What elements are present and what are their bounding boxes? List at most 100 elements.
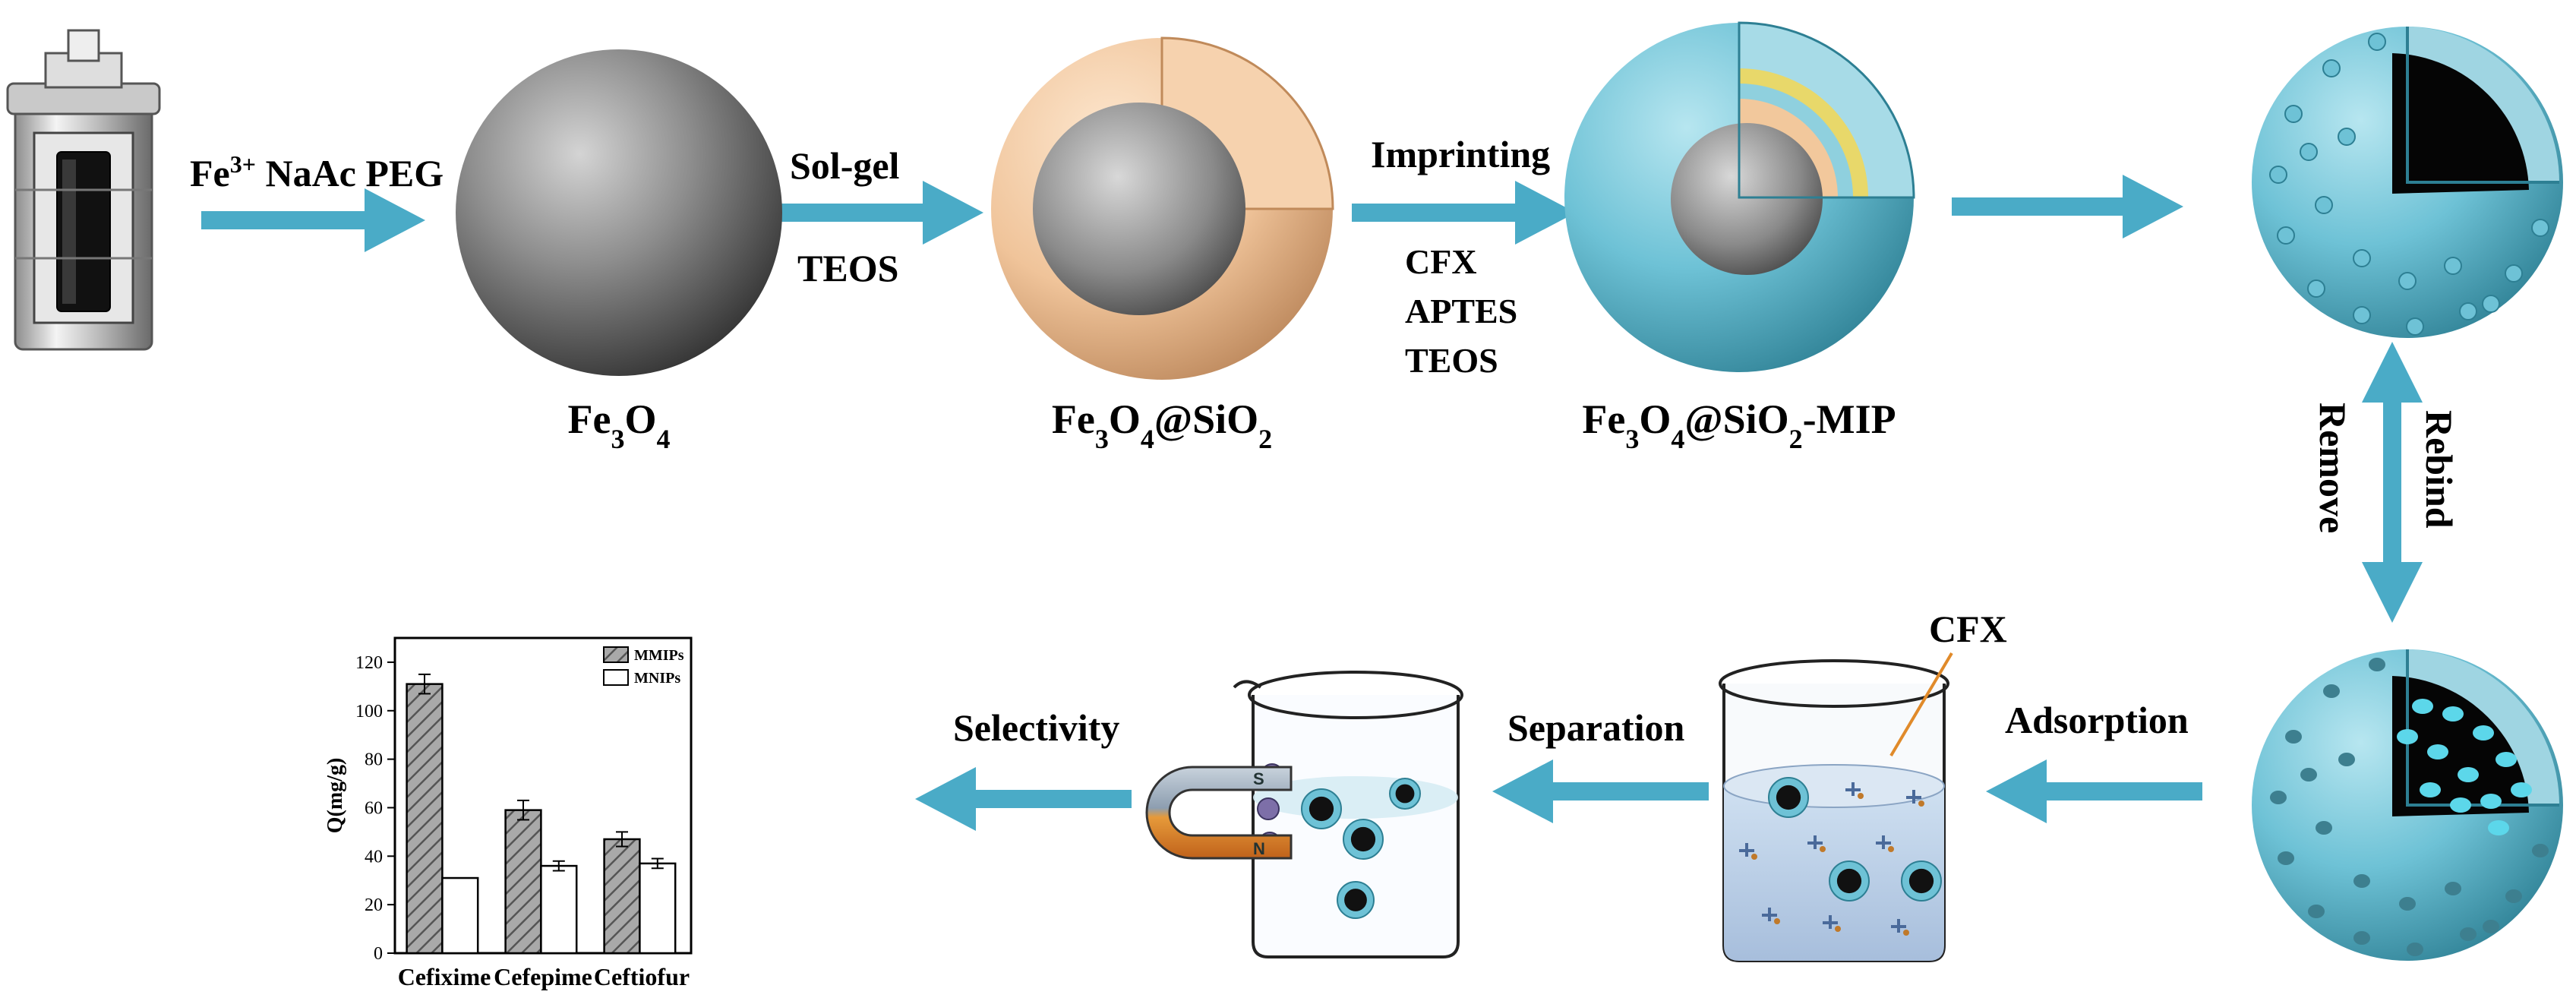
surface-cavity <box>2316 821 2332 835</box>
surface-cavity <box>2323 684 2340 698</box>
category-label: Cefixime <box>398 963 491 990</box>
y-tick-label: 20 <box>365 895 383 915</box>
surface-bump <box>2307 279 2325 298</box>
binding-cavity <box>2511 782 2532 797</box>
beaker-separation <box>1233 671 1463 958</box>
legend-label: MNIPs <box>634 670 680 687</box>
surface-bump <box>2284 105 2303 123</box>
mip-particle-with-template <box>2252 27 2563 338</box>
mini-mip-particle <box>1901 860 1942 902</box>
surface-cavity <box>2353 931 2370 945</box>
binding-cavity <box>2420 782 2441 797</box>
surface-bump <box>2406 317 2424 336</box>
attracted-particle <box>1257 797 1280 820</box>
cfx-molecule <box>1823 915 1841 932</box>
surface-bump <box>2269 166 2287 184</box>
surface-bump <box>2444 257 2462 275</box>
surface-cavity <box>2483 920 2499 933</box>
cfx-molecule <box>1891 919 1909 936</box>
label-fe3o4-sio2-mip: Fe3O4@SiO2-MIP <box>1582 396 1896 454</box>
y-tick-label: 100 <box>355 702 383 722</box>
mini-mip-particle <box>1301 788 1342 829</box>
binding-cavity <box>2427 744 2448 759</box>
category-label: Cefepime <box>494 963 592 990</box>
surface-bump <box>2322 59 2341 77</box>
y-tick-label: 0 <box>374 944 383 964</box>
label-selectivity: Selectivity <box>953 706 1119 749</box>
mini-mip-particle <box>1768 777 1809 818</box>
y-tick-label: 120 <box>355 653 383 673</box>
arrow-solgel <box>759 181 983 245</box>
surface-bump <box>2459 302 2477 321</box>
bar-mnips <box>441 876 479 955</box>
surface-cavity <box>2278 851 2294 865</box>
surface-cavity <box>2407 943 2423 956</box>
mini-mip-particle <box>1829 860 1870 902</box>
surface-bump <box>2338 128 2356 146</box>
surface-cavity <box>2270 791 2287 804</box>
arrow-selectivity <box>915 767 1132 831</box>
legend-label: MMIPs <box>634 647 684 664</box>
magnet-s-letter: S <box>1253 769 1264 788</box>
surface-bump <box>2531 219 2549 237</box>
remove-rebind-double-arrow <box>2362 342 2423 623</box>
surface-cavity <box>2399 897 2416 911</box>
surface-cavity <box>2369 658 2385 671</box>
surface-cavity <box>2308 905 2325 918</box>
arrow-separation <box>1492 759 1709 823</box>
binding-cavity <box>2397 729 2418 744</box>
imprinted-particle-with-cavities <box>2252 649 2563 961</box>
surface-bump <box>2368 33 2386 51</box>
bar-mnips <box>540 864 578 955</box>
binding-cavity <box>2488 820 2509 835</box>
beaker-adsorption <box>1719 659 1949 962</box>
y-tick-label: 60 <box>365 798 383 818</box>
binding-cavity <box>2412 699 2433 714</box>
category-label: Ceftiofur <box>594 963 690 990</box>
label-solgel: Sol-gel <box>790 144 900 187</box>
surface-cavity <box>2460 927 2477 941</box>
label-rebind: Rebind <box>2418 410 2461 529</box>
label-imprint-reagent-1: CFX <box>1405 242 1477 281</box>
autoclave-reactor-icon <box>6 29 161 351</box>
fe3o4-sio2-mip-particle <box>1564 21 1915 372</box>
cfx-molecule <box>1876 835 1894 852</box>
label-remove: Remove <box>2312 403 2354 533</box>
bar-mmips <box>603 838 641 955</box>
magnet-n-letter: N <box>1253 839 1265 858</box>
y-axis-label: Q(mg/g) <box>324 758 347 834</box>
label-imprint-reagent-2: APTES <box>1405 292 1517 330</box>
binding-cavity <box>2480 794 2502 809</box>
bar-mmips <box>406 683 444 955</box>
surface-bump <box>2505 264 2523 283</box>
surface-cavity <box>2300 768 2317 782</box>
bar-mnips <box>639 862 677 955</box>
legend-swatch <box>603 669 629 686</box>
binding-cavity <box>2496 752 2517 767</box>
arrow-adsorption <box>1986 759 2202 823</box>
surface-cavity <box>2445 882 2461 895</box>
surface-bump <box>2482 295 2500 313</box>
surface-cavity <box>2353 874 2370 888</box>
y-tick-label: 40 <box>365 847 383 867</box>
surface-cavity <box>2532 844 2549 857</box>
binding-cavity <box>2458 767 2479 782</box>
surface-bump <box>2398 272 2417 290</box>
label-imprint-reagent-3: TEOS <box>1405 341 1498 380</box>
label-teos: TEOS <box>797 247 898 289</box>
mini-mip-particle <box>1337 881 1375 919</box>
label-imprinting: Imprinting <box>1371 133 1550 175</box>
cfx-molecule <box>1807 835 1826 852</box>
surface-cavity <box>2285 730 2302 744</box>
bar-mmips <box>504 809 542 955</box>
label-fe3o4: Fe3O4 <box>568 396 671 454</box>
magnet-icon: S N <box>1145 766 1293 860</box>
surface-bump <box>2315 196 2333 214</box>
y-tick-label: 80 <box>365 750 383 770</box>
surface-cavity <box>2505 889 2522 903</box>
mini-mip-particle <box>1389 778 1421 810</box>
legend-swatch <box>603 646 629 663</box>
surface-bump <box>2300 143 2318 161</box>
